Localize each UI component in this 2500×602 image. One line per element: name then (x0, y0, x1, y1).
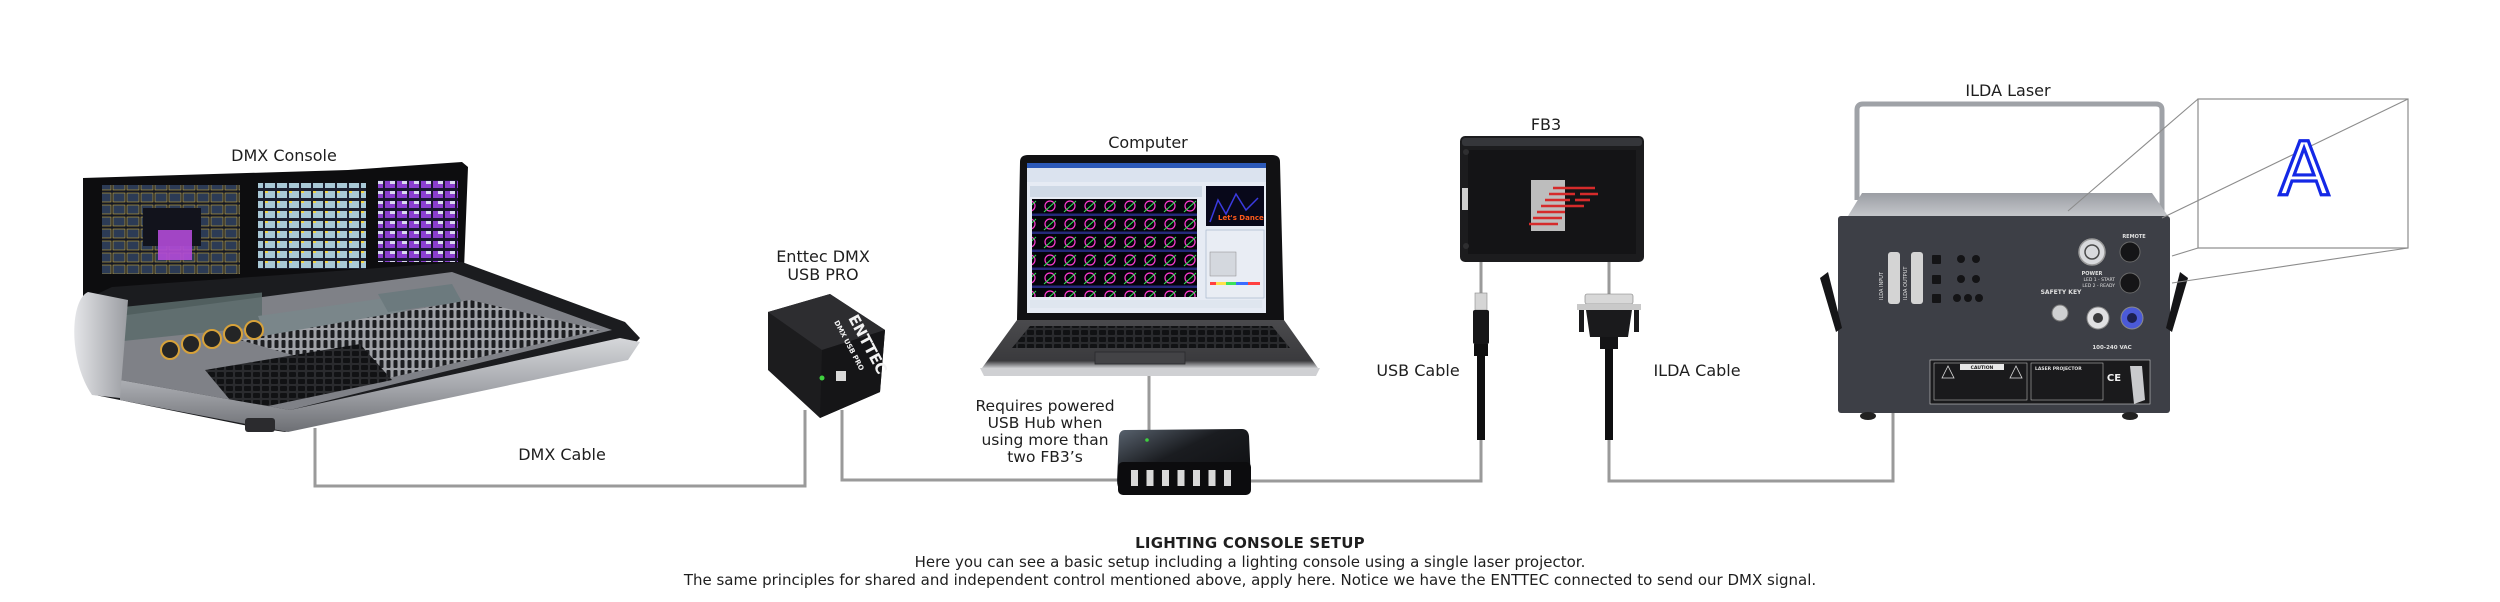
hub-usb-port (1208, 470, 1216, 486)
usb-hub-note-line: USB Hub when (987, 414, 1103, 432)
console-screen-center (258, 183, 366, 269)
enttec-label-line2: USB PRO (787, 265, 858, 284)
enttec-label-line1: Enttec DMX (776, 247, 870, 266)
usb-hub-note-line: two FB3’s (1007, 448, 1083, 466)
hub-power-led (1145, 438, 1149, 442)
usb-hub-device[interactable] (1117, 429, 1251, 495)
laser-remote-text: REMOTE (2122, 234, 2146, 240)
hub-usb-port (1131, 470, 1138, 486)
enttec-usb-port (836, 371, 846, 381)
projection-beam (2067, 98, 2409, 284)
laser-voltage-text: 100-240 VAC (2092, 345, 2131, 351)
ilda-cable-label: ILDA Cable (1653, 361, 1740, 380)
console-screen-right (378, 180, 458, 262)
usb-cable-label: USB Cable (1376, 361, 1459, 380)
laser-safety-key-text: SAFETY KEY (2041, 289, 2082, 296)
projection-screen (2197, 98, 2409, 249)
enttec-status-led (819, 375, 825, 381)
cables (313, 262, 1895, 488)
fb3-label: FB3 (1531, 115, 1561, 134)
svg-text:Let's Dance: Let's Dance (1218, 214, 1264, 222)
dmx-cable-line (313, 410, 807, 488)
fb3-logo (1529, 180, 1598, 231)
hub-usb-port (1193, 470, 1200, 486)
usb-hub-note-line: Requires powered (975, 397, 1115, 415)
usb-plug (1473, 292, 1489, 440)
caption-line-1: Here you can see a basic setup including… (914, 553, 1586, 571)
laser-ilda-output-text: ILDA OUTPUT (1903, 266, 1909, 300)
laser-ilda-input-port (1888, 252, 1900, 304)
laser-dmx-xlr (2119, 272, 2141, 294)
caption-title: LIGHTING CONSOLE SETUP (1135, 534, 1365, 552)
ilda-laser-device[interactable]: ILDA INPUT ILDA OUTPUT POWER REMOTE LED … (1820, 101, 2188, 420)
computer-label: Computer (1108, 133, 1188, 152)
ilda-plug (1577, 293, 1641, 440)
hub-ports (1131, 470, 1231, 486)
laser-ilda-output-port (1911, 252, 1923, 304)
computer-device[interactable]: Let's Dance (980, 155, 1320, 376)
laser-led2-text: LED 2 - READY (2082, 283, 2115, 289)
ce-mark: CE (2107, 373, 2121, 384)
dmx-console-label: DMX Console (231, 146, 337, 165)
laser-caution-text: CAUTION (1971, 365, 1994, 371)
laser-key-handle (2130, 366, 2145, 404)
laser-remote-xlr (2119, 241, 2141, 263)
laser-safety-key (2051, 304, 2069, 322)
laser-ilda-input-text: ILDA INPUT (1879, 271, 1885, 300)
usb-enttec-cable-line (840, 410, 1120, 482)
caption-line-2: The same principles for shared and indep… (683, 571, 1817, 589)
dmx-console-device[interactable] (74, 162, 640, 432)
usb-fb3-cable-line (1248, 440, 1483, 483)
laser-product-plate-text: LASER PROJECTOR (2035, 366, 2082, 372)
fb3-usb-port (1462, 188, 1468, 210)
projected-letter: A (2279, 127, 2330, 213)
dmx-cable-label: DMX Cable (518, 445, 606, 464)
usb-hub-note-line: using more than (981, 431, 1109, 449)
hub-usb-port (1224, 470, 1231, 486)
hub-usb-port (1177, 470, 1185, 486)
hub-usb-port (1146, 470, 1154, 486)
ilda-laser-label: ILDA Laser (1965, 81, 2051, 100)
enttec-device[interactable]: ENTTEC DMX USB PRO (768, 294, 891, 418)
usb-hub-note: Requires powered USB Hub when using more… (960, 398, 1130, 466)
hub-usb-port (1162, 470, 1169, 486)
laser-cue-grid (1032, 199, 1197, 297)
laser-power-text: POWER (2082, 271, 2103, 277)
laser-led1-text: LED 1 - START (2084, 277, 2116, 283)
laser-power-switch (2078, 238, 2106, 266)
fb3-device[interactable] (1460, 136, 1644, 262)
